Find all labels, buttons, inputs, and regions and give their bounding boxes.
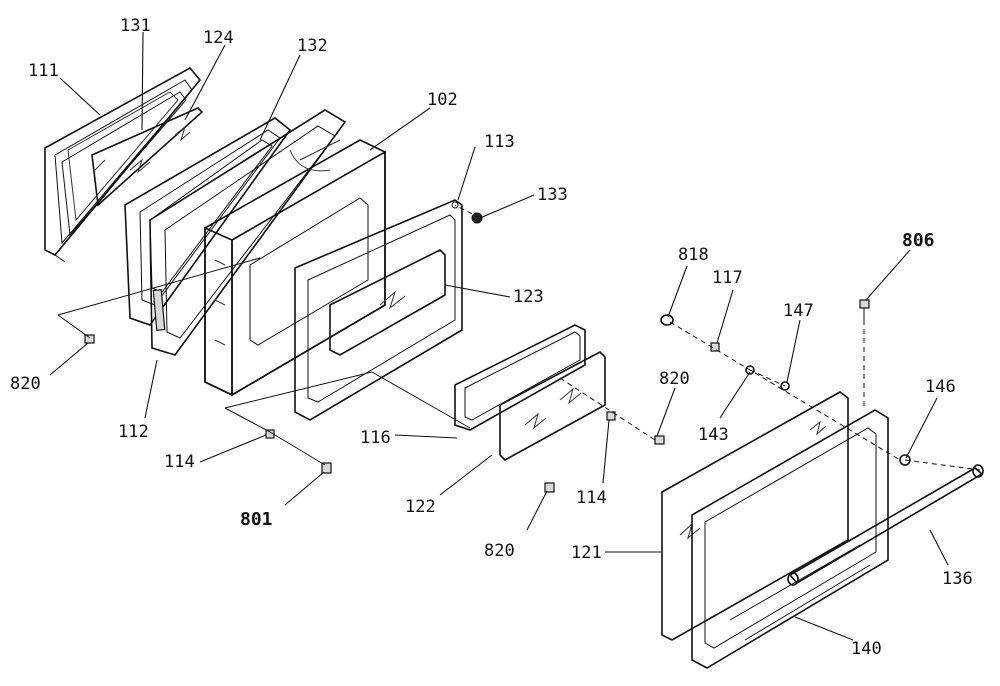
part-140-door-frame (691, 409, 889, 669)
hardware-818 (660, 314, 674, 326)
label-133: 133 (537, 185, 568, 205)
label-112: 112 (118, 422, 149, 442)
part-131-glass (67, 91, 179, 222)
label-820-bottom: 820 (484, 541, 515, 561)
hardware-806 (859, 299, 870, 320)
hardware-801 (321, 462, 332, 474)
label-801: 801 (240, 509, 273, 530)
label-131: 131 (120, 16, 151, 36)
hardware-114-right (606, 411, 616, 421)
hardware-147 (780, 381, 790, 391)
part-123-glass (329, 249, 446, 356)
part-121-outer-glass (661, 391, 849, 641)
hardware-820-bottom (544, 482, 555, 493)
leader-lines (49, 31, 949, 641)
label-114-right: 114 (576, 488, 607, 508)
label-124: 124 (203, 28, 234, 48)
label-143: 143 (698, 425, 729, 445)
part-112-panel (149, 109, 347, 356)
assembly-lines (57, 204, 981, 471)
label-136: 136 (942, 569, 973, 589)
hardware-820-right (654, 435, 665, 445)
label-820-left: 820 (10, 374, 41, 394)
hardware-146 (899, 454, 911, 466)
part-124-glass (91, 107, 204, 207)
label-113: 113 (484, 132, 515, 152)
label-116: 116 (360, 428, 391, 448)
label-140: 140 (851, 639, 882, 659)
label-111: 111 (28, 61, 59, 81)
label-114-left: 114 (164, 452, 195, 472)
label-102: 102 (427, 90, 458, 110)
part-labels: 131 124 111 132 102 113 133 123 818 117 … (10, 16, 973, 659)
part-102-insulation-box (204, 139, 386, 397)
label-146: 146 (925, 377, 956, 397)
part-133-screw (471, 212, 483, 224)
label-117: 117 (712, 268, 743, 288)
label-806: 806 (902, 230, 935, 251)
part-116-plate (454, 324, 586, 431)
label-147: 147 (783, 301, 814, 321)
part-122-glass (499, 351, 606, 461)
hardware-820-left (84, 334, 95, 344)
part-136-handle (787, 464, 984, 586)
label-132: 132 (297, 36, 328, 56)
label-123: 123 (513, 287, 544, 307)
label-121: 121 (571, 543, 602, 563)
label-122: 122 (405, 497, 436, 517)
part-111-frame (44, 66, 202, 263)
hardware-143 (745, 365, 755, 375)
label-818: 818 (678, 245, 709, 265)
part-113-frame (294, 199, 463, 421)
label-820-right: 820 (659, 369, 690, 389)
